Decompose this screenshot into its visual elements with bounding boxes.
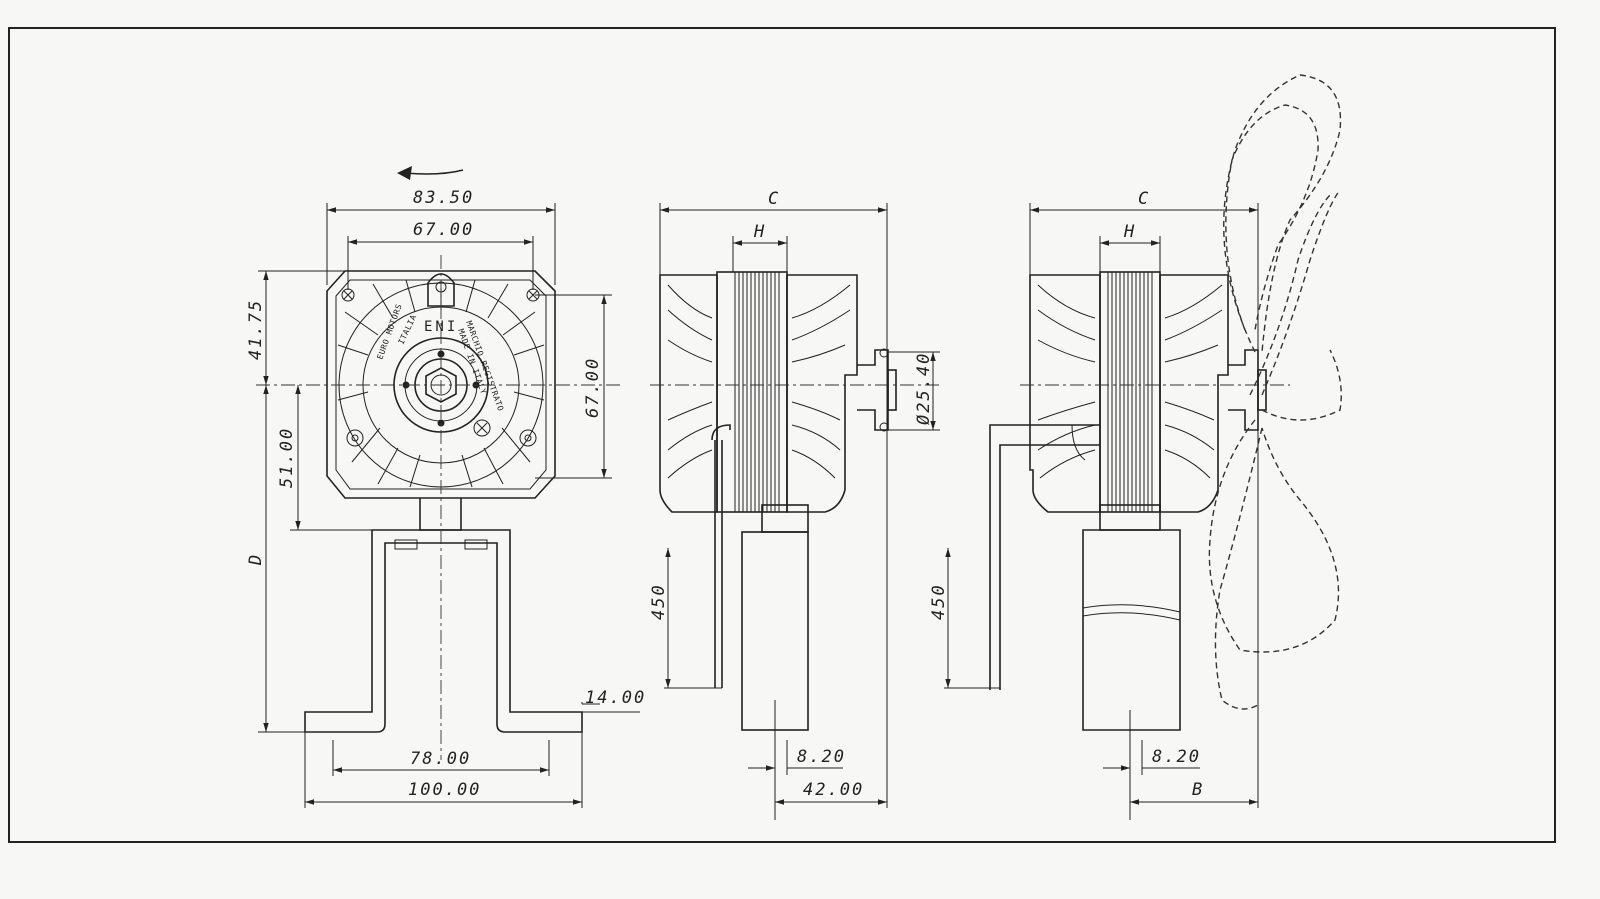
dim-h-low-label: 51.00: [277, 427, 297, 488]
logo-label: ENI: [424, 319, 458, 335]
country-label: ITALIA: [397, 313, 419, 346]
dim-side-h-label: H: [753, 222, 766, 242]
dim-side-shaft: 8.20: [748, 740, 846, 775]
dim-base-inner: 78.00: [332, 740, 550, 776]
dim-fan-h: H: [1099, 222, 1161, 272]
dim-fan-lead: 450: [929, 548, 1000, 689]
dim-side-shaft-dia-label: Ø25.40: [914, 352, 934, 425]
earth-symbol-icon: [473, 419, 491, 437]
dim-d: D: [246, 385, 305, 733]
dim-side-offset: 42.00: [775, 780, 887, 805]
dim-side-c: C: [659, 189, 888, 808]
dim-side-offset-label: 42.00: [803, 780, 864, 800]
dim-side-h: H: [732, 222, 788, 272]
dim-side-c-label: C: [768, 189, 780, 209]
dim-base-outer-label: 100.00: [408, 780, 481, 800]
dim-w-holes: 67.00: [347, 220, 534, 290]
dim-h-low: 51.00: [277, 385, 372, 531]
dim-base-inner-label: 78.00: [410, 749, 471, 769]
dim-h-right: 67.00: [535, 294, 612, 479]
side-view: C H Ø25.40 450 8.20 42.00: [649, 189, 940, 820]
dim-h-top-label: 41.75: [246, 299, 266, 360]
dim-side-lead: 450: [649, 548, 722, 689]
dim-foot: 14.00: [520, 688, 646, 713]
dim-fan-b-label: B: [1192, 780, 1204, 800]
dim-fan-shaft-label: 8.20: [1152, 747, 1201, 767]
dim-fan-lead-label: 450: [929, 583, 949, 620]
dim-w-overall-label: 83.50: [413, 188, 474, 208]
front-view: ENI EURO MOTORS ITALIA MARCHIO REGISTRAT…: [246, 188, 646, 808]
dim-side-lead-label: 450: [649, 583, 669, 620]
fan-view: C H 450 8.20 B: [929, 74, 1342, 820]
dim-h-top: 41.75: [246, 270, 345, 385]
dim-fan-h-label: H: [1123, 222, 1136, 242]
dim-h-right-label: 67.00: [583, 357, 603, 418]
dim-w-holes-label: 67.00: [413, 220, 474, 240]
dim-fan-shaft: 8.20: [1103, 740, 1201, 775]
drawing-frame: [8, 27, 1556, 843]
dim-side-shaft-label: 8.20: [797, 747, 846, 767]
dim-fan-b: B: [1130, 780, 1258, 805]
dim-side-shaft-dia: Ø25.40: [888, 351, 940, 431]
rotation-arrow-icon: [397, 166, 464, 180]
dim-fan-c-label: C: [1138, 189, 1150, 209]
dim-foot-label: 14.00: [585, 688, 646, 708]
dim-d-label: D: [246, 553, 266, 566]
dim-w-overall: 83.50: [326, 188, 556, 285]
fan-blade-icon: [1208, 74, 1342, 710]
dim-fan-c: C: [1029, 189, 1259, 808]
dim-base-outer: 100.00: [304, 732, 583, 808]
